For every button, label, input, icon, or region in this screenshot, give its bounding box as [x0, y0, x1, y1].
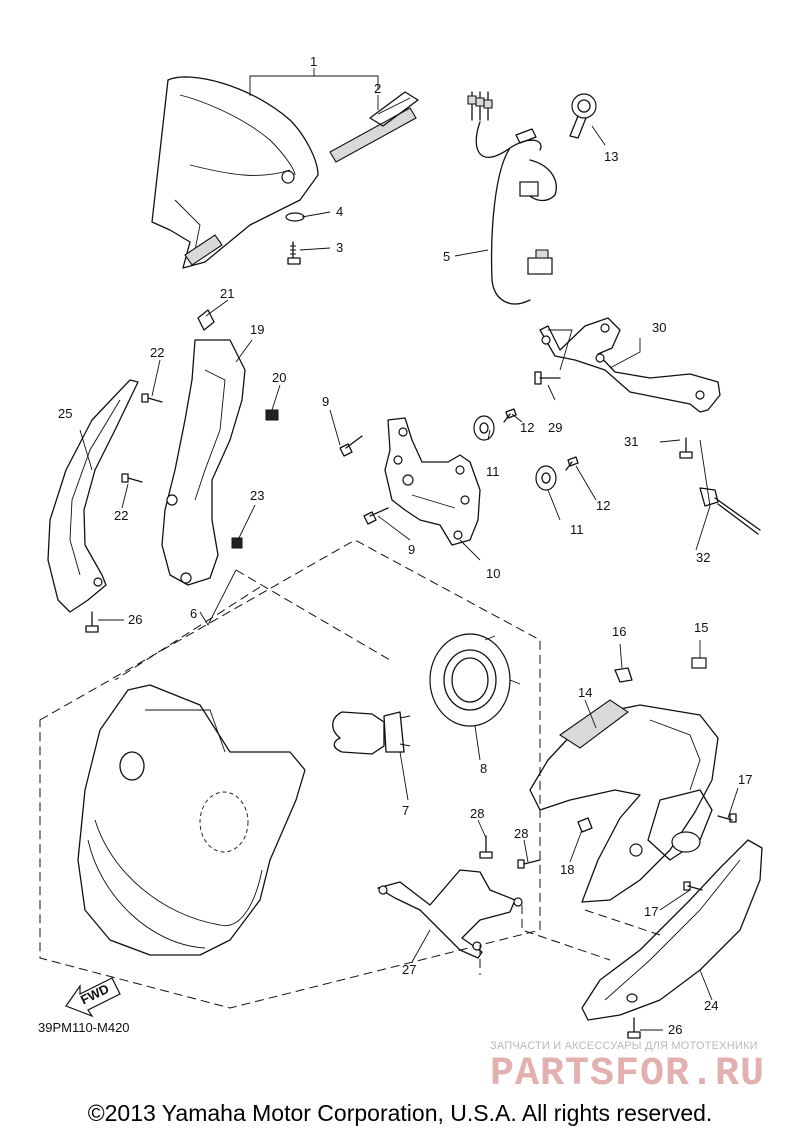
callout-32: 32: [696, 550, 710, 565]
callout-28-right: 28: [514, 826, 528, 841]
leader-lines: [79, 68, 739, 1031]
callout-20: 20: [272, 370, 286, 385]
part-panel-25: [47, 379, 139, 613]
callout-15: 15: [694, 620, 708, 635]
callout-6: 6: [190, 606, 197, 621]
callout-2: 2: [374, 81, 381, 96]
callout-28-left: 28: [470, 806, 484, 821]
callout-7: 7: [402, 803, 409, 818]
part-washer-4: [285, 212, 305, 222]
diagram-reference-code: 39PM110-M420: [38, 1020, 130, 1035]
part-bolt-28-left: [479, 835, 493, 859]
callout-9-bottom: 9: [408, 542, 415, 557]
part-cowl-14: [529, 699, 719, 903]
callout-13: 13: [604, 149, 618, 164]
callout-31: 31: [624, 434, 638, 449]
watermark-logo: PARTSFOR.RU: [490, 1052, 766, 1097]
callout-10: 10: [486, 566, 500, 581]
callout-9-top: 9: [322, 394, 329, 409]
part-screw-22-top: [141, 393, 163, 403]
callout-4: 4: [336, 204, 343, 219]
callout-21: 21: [220, 286, 234, 301]
callout-27: 27: [402, 962, 416, 977]
callout-18: 18: [560, 862, 574, 877]
part-cowl-dashed-link: [479, 905, 661, 975]
part-screw-22-bottom: [121, 473, 143, 483]
part-screw-17-top: [717, 813, 737, 823]
callout-26-right: 26: [668, 1022, 682, 1037]
part-nut-18: [577, 817, 593, 833]
part-damper-11-top: [473, 415, 495, 441]
callout-5: 5: [443, 249, 450, 264]
callout-22-top: 22: [150, 345, 164, 360]
part-bolt-28-right: [517, 859, 541, 869]
part-bracket-27: [377, 869, 523, 959]
part-windscreen: [151, 76, 419, 269]
callout-19: 19: [250, 322, 264, 337]
callout-29: 29: [548, 420, 562, 435]
callout-17-top: 17: [738, 772, 752, 787]
callout-23: 23: [250, 488, 264, 503]
callout-12-bottom: 12: [596, 498, 610, 513]
copyright-notice: ©2013 Yamaha Motor Corporation, U.S.A. A…: [87, 1100, 713, 1126]
callout-16: 16: [612, 624, 626, 639]
part-clip-16: [614, 667, 633, 683]
part-nut-20: [265, 409, 279, 421]
watermark-tagline: ЗАПЧАСТИ И АКСЕССУАРЫ ДЛЯ МОТОТЕХНИКИ: [490, 1040, 758, 1052]
part-screw-17-bottom: [683, 881, 703, 891]
part-bulb-7: [332, 711, 411, 755]
callout-11-top: 11: [486, 464, 500, 479]
part-bolt-9-top: [339, 435, 363, 457]
callout-26-left: 26: [128, 612, 142, 627]
part-grommet-15: [691, 657, 707, 669]
part-screw-26-right: [627, 1017, 641, 1039]
part-damper-11-bottom: [535, 465, 557, 491]
part-bulb-cover-8: [429, 633, 521, 727]
callout-8: 8: [480, 761, 487, 776]
part-light-housing: [629, 789, 713, 861]
part-screw-26-left: [85, 611, 99, 633]
callout-1: 1: [310, 54, 317, 69]
callout-30: 30: [652, 320, 666, 335]
callout-25: 25: [58, 406, 72, 421]
part-headlight-assembly-outline-6: [39, 539, 541, 1009]
callout-24: 24: [704, 998, 718, 1013]
part-clip-32: [699, 487, 761, 535]
callout-22-bottom: 22: [114, 508, 128, 523]
part-clamp-13: [569, 93, 597, 139]
part-collar-12-top: [503, 408, 517, 423]
callout-12-top: 12: [520, 420, 534, 435]
callouts: 1 2 3 4 5 6 7 8 9 9 10 11 11 12 12 13 14…: [58, 54, 752, 1037]
part-stay-30: [539, 317, 721, 413]
fwd-arrow-icon: [65, 977, 121, 1018]
callout-14: 14: [578, 685, 592, 700]
callout-17-bottom: 17: [644, 904, 658, 919]
part-panel-19: [161, 339, 246, 586]
part-bracket-10: [384, 417, 481, 546]
part-collar-12-bottom: [565, 456, 579, 471]
callout-3: 3: [336, 240, 343, 255]
part-bolt-31: [679, 437, 693, 459]
part-bolt-9-bottom: [363, 507, 389, 525]
part-nut-23: [231, 537, 243, 549]
part-panel-24: [581, 839, 763, 1021]
part-bolt-29: [534, 371, 561, 385]
part-screw-3: [287, 241, 301, 265]
callout-11-bottom: 11: [570, 522, 584, 537]
part-wire-harness-5: [467, 91, 557, 305]
part-clip-21: [197, 309, 215, 331]
part-headlight-housing-6: [77, 684, 306, 956]
